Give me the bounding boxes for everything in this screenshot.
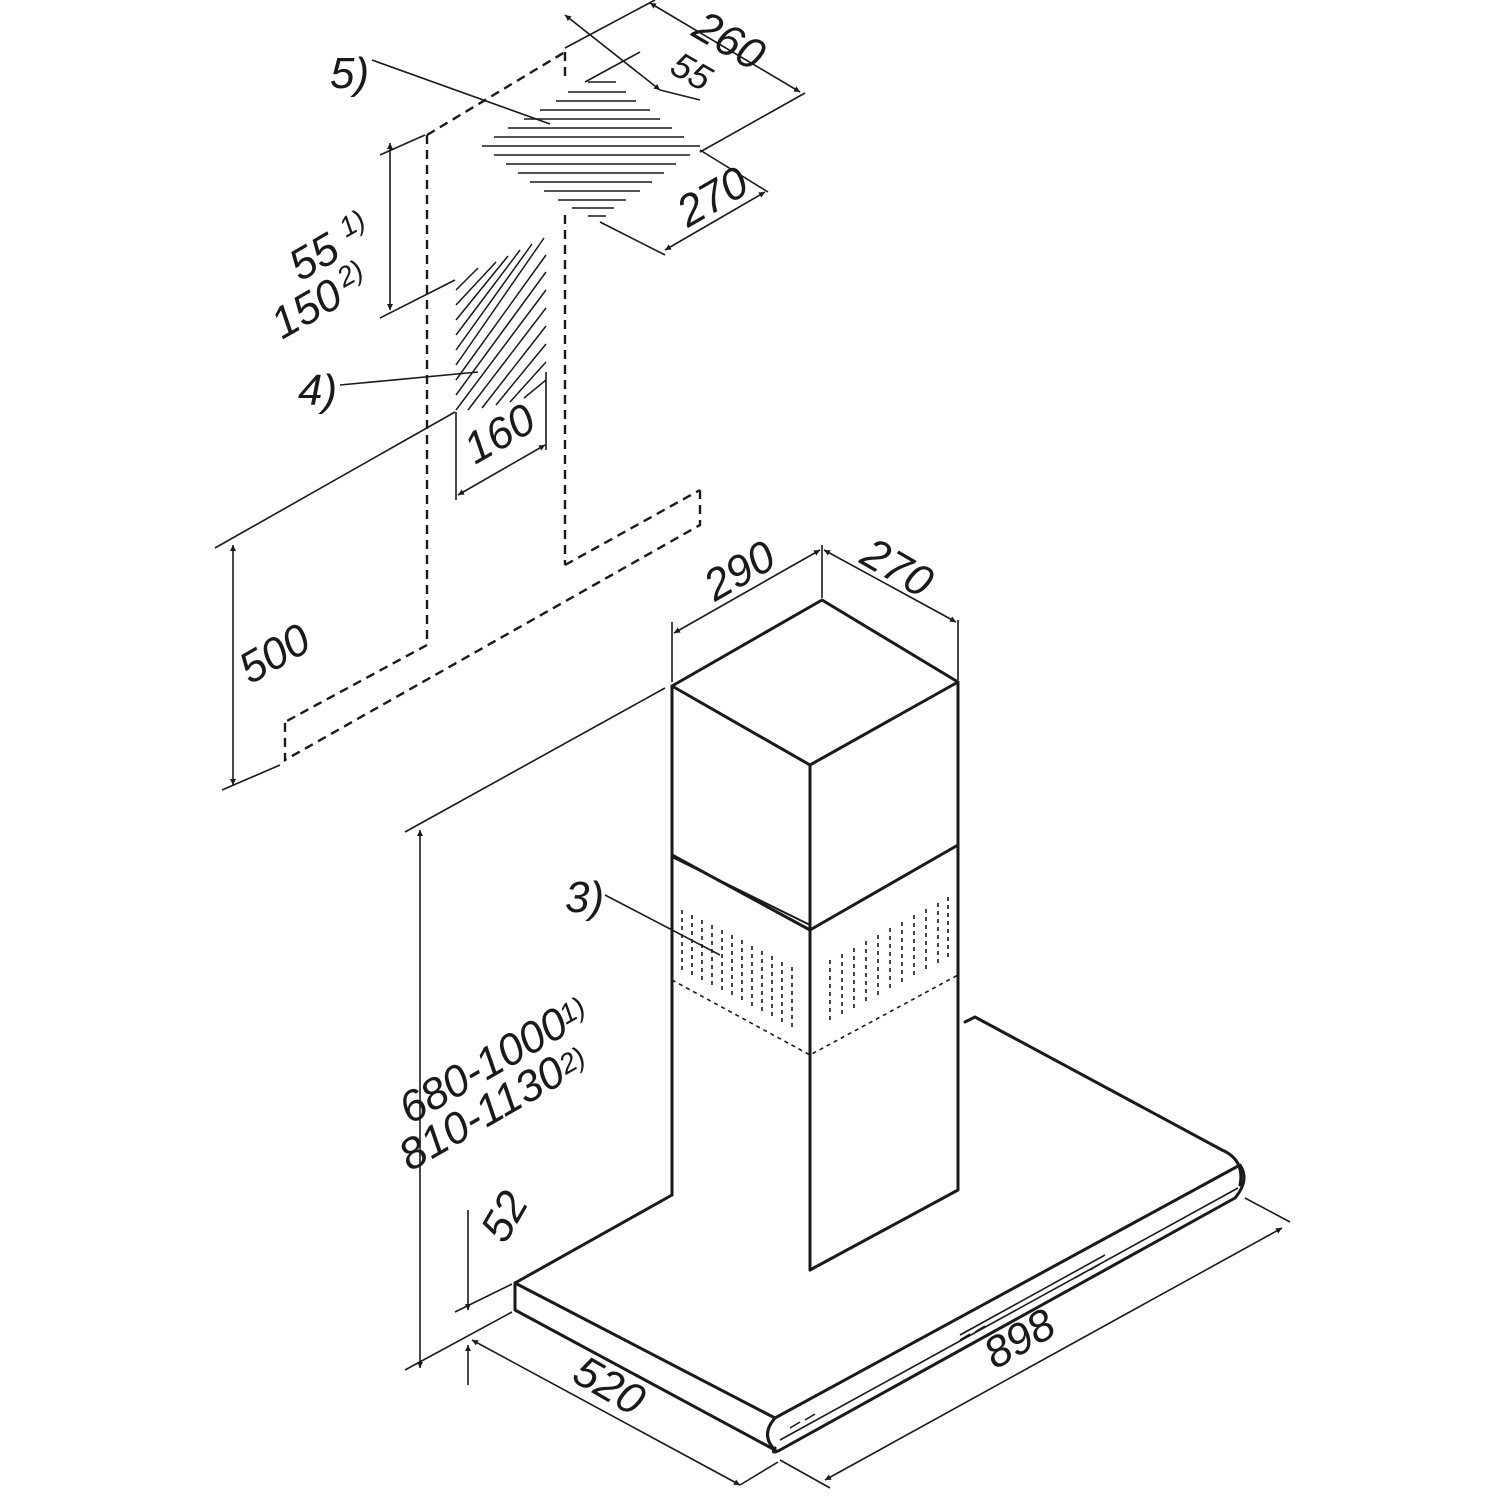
installation-outline [283,50,702,763]
dim-520-label: 520 [565,1346,654,1425]
dim-150-gap-label: 150 [263,269,352,348]
callout-4-label: 4) [298,366,337,415]
dim-270-duct-label: 270 [668,157,757,237]
dim-52-label: 52 [471,1183,538,1250]
duct-outlet-hatching [482,81,700,217]
dim-160-label: 160 [456,394,545,473]
dim-290-label: 290 [695,531,784,611]
dim-898-label: 898 [976,1299,1065,1378]
dim-270-chimney-label: 270 [852,528,941,608]
callout-3-label: 3) [565,873,604,922]
dim-500-label: 500 [231,614,320,693]
dimension-lines-top [214,0,806,791]
labels: 5) 4) 3) 260 55 270 55 1) 150 2) 160 500… [231,1,1065,1426]
cable-area-hatching [455,237,547,411]
hood-chimney [670,598,960,1272]
dim-55-gap-sup: 1) [334,204,371,243]
dimension-lines-main [404,545,1291,1489]
callout-5-label: 5) [330,49,369,98]
